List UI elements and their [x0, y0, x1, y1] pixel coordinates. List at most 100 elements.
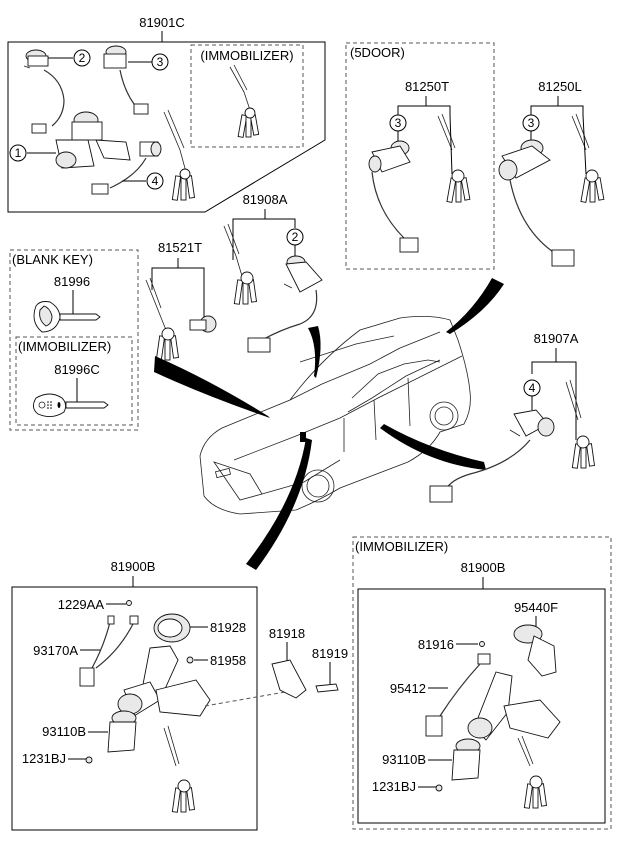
key-cylinder-icon [451, 738, 481, 781]
key-icon [145, 277, 180, 361]
part-label-1231bj[interactable]: 1231BJ [22, 751, 66, 766]
immobilizer-key-icon [33, 393, 109, 417]
part-label-93170a[interactable]: 93170A [33, 643, 78, 658]
callout-4 [146, 172, 164, 190]
part-label-95440f[interactable]: 95440F [514, 600, 558, 615]
part-label-81918[interactable]: 81918 [269, 626, 305, 641]
front-wheel [301, 469, 335, 503]
key-icon [229, 64, 260, 138]
part-label-81928[interactable]: 81928 [210, 620, 246, 635]
part-label-81958[interactable]: 81958 [210, 653, 246, 668]
callout-1 [9, 144, 27, 162]
ignition-ring-icon [153, 613, 191, 643]
leader-line [151, 258, 205, 318]
group-81250l: 81250L 3 [498, 79, 605, 267]
trunk-lock-cylinder-icon [368, 140, 419, 253]
key-icon [163, 109, 196, 201]
callout-4-text[interactable]: 4 [529, 381, 536, 395]
5door-box [345, 42, 495, 270]
leader-line [530, 96, 584, 115]
group-blank-key: (BLANK KEY) 81996 (IMMOBILIZER) 81996C [9, 249, 139, 431]
door-lock-cylinder-icon [91, 141, 162, 195]
part-label-81250t[interactable]: 81250T [405, 79, 449, 94]
immobilizer-label: (IMMOBILIZER) [355, 539, 448, 554]
part-label-81521t[interactable]: 81521T [158, 240, 202, 255]
part-label-81901c[interactable]: 81901C [139, 15, 185, 30]
pointer-81250 [446, 278, 504, 334]
part-label-81996[interactable]: 81996 [54, 274, 90, 289]
part-label-1231bj[interactable]: 1231BJ [372, 779, 416, 794]
door-lock-cylinder-icon [429, 409, 555, 503]
part-label-93110b[interactable]: 93110B [42, 724, 86, 739]
steering-lock-body-icon [467, 671, 561, 741]
group-bracket: 81918 81919 [269, 626, 348, 699]
immobilizer-subbox [190, 44, 304, 148]
callout-4-text[interactable]: 4 [152, 174, 159, 188]
group-outline [357, 588, 606, 824]
trunk-lock-cylinder-icon [103, 45, 149, 115]
antenna-coil-icon [513, 624, 557, 677]
group-81900b-immobilizer: (IMMOBILIZER) 81900B 95440F 81916 95412 … [352, 536, 612, 830]
callout-3 [151, 53, 169, 71]
immobilizer-box [352, 536, 612, 830]
callout-2 [73, 49, 91, 67]
key-icon [565, 379, 596, 469]
pointer-81900b [246, 438, 312, 570]
part-label-81996c[interactable]: 81996C [54, 362, 100, 377]
blank-key-box [9, 249, 139, 431]
part-label-95412[interactable]: 95412 [390, 681, 426, 696]
key-icon [517, 735, 548, 809]
part-label-81900b[interactable]: 81900B [461, 560, 506, 575]
callout-3-text[interactable]: 3 [395, 116, 402, 130]
door-lock-cylinder-icon [247, 255, 323, 353]
leader-line [397, 96, 451, 115]
rear-wheel [429, 401, 459, 431]
part-label-81907a[interactable]: 81907A [534, 331, 579, 346]
wire-harness-icon [425, 653, 491, 737]
part-label-81919[interactable]: 81919 [312, 646, 348, 661]
screw-icon [126, 600, 132, 606]
screw-icon [479, 641, 485, 647]
5door-label: (5DOOR) [350, 45, 405, 60]
callout-2-text[interactable]: 2 [79, 51, 86, 65]
trunk-lock-cylinder-icon [498, 139, 575, 267]
part-label-81900b[interactable]: 81900B [111, 559, 156, 574]
screw-icon [186, 656, 194, 664]
steering-lock-body-icon [117, 645, 211, 717]
group-81907a: 81907A 4 [429, 331, 596, 503]
dashed-leader [204, 691, 286, 707]
key-icon [223, 223, 258, 305]
ignition-lock-icon [55, 111, 131, 169]
key-icon [437, 113, 471, 203]
callout-3-text[interactable]: 3 [157, 55, 164, 69]
pointer-81521t [154, 356, 270, 418]
key-icon [163, 725, 196, 813]
part-label-81908a[interactable]: 81908A [243, 192, 288, 207]
immobilizer-label: (IMMOBILIZER) [18, 339, 111, 354]
pointer-81908a [308, 326, 321, 378]
door-lock-cylinder-icon [23, 49, 65, 134]
group-81521t: 81521T [145, 240, 217, 361]
callout-3-text[interactable]: 3 [528, 116, 535, 130]
callout-2-text[interactable]: 2 [292, 230, 299, 244]
part-label-1229aa[interactable]: 1229AA [58, 597, 105, 612]
screw-icon [85, 756, 93, 764]
group-81900b: 81900B 1229AA 93170A 81928 81958 [11, 559, 286, 831]
immobilizer-key-box [15, 336, 133, 426]
group-outline [11, 586, 258, 831]
part-label-93110b[interactable]: 93110B [382, 752, 426, 767]
part-label-81250l[interactable]: 81250L [538, 79, 581, 94]
group-outline [7, 41, 326, 213]
wire-harness-icon [79, 615, 139, 687]
callout-1-text[interactable]: 1 [15, 146, 22, 160]
blank-key-label: (BLANK KEY) [12, 252, 93, 267]
car-body [199, 316, 471, 515]
leader-line [232, 209, 296, 260]
key-icon [571, 113, 605, 203]
part-label-81916[interactable]: 81916 [418, 637, 454, 652]
pointer-81907a [380, 424, 486, 470]
bracket-icon [271, 659, 307, 699]
immobilizer-label: (IMMOBILIZER) [200, 48, 293, 63]
group-81908a: 81908A 2 [223, 192, 323, 353]
